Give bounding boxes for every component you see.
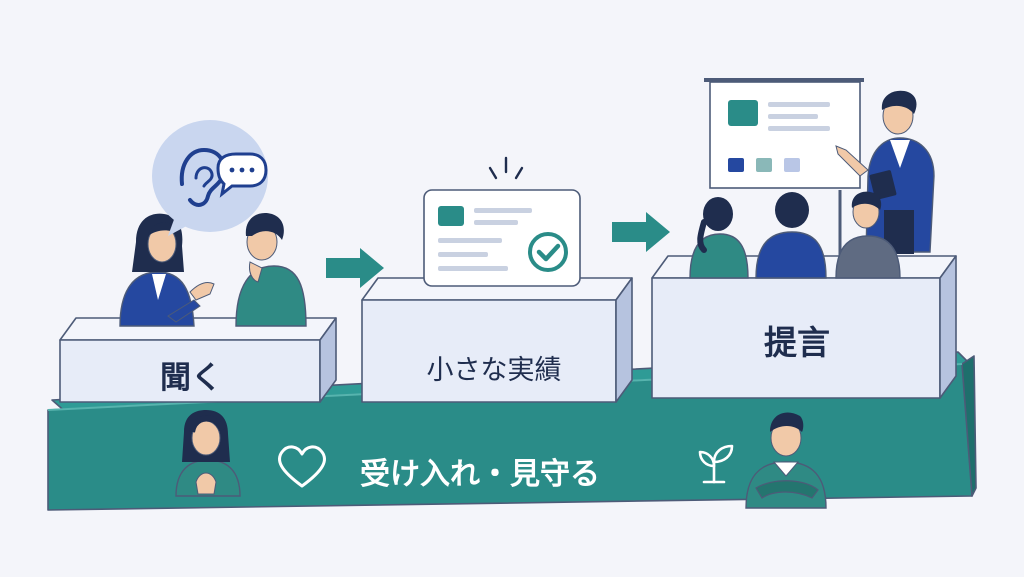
result-card — [423, 189, 581, 287]
person-audience-left — [689, 197, 749, 279]
checkmark-icon — [528, 232, 568, 272]
person-man-watching — [745, 412, 827, 509]
whiteboard-icon — [704, 78, 864, 262]
person-woman-supporting — [175, 410, 241, 497]
person-audience-center — [755, 192, 827, 279]
ear-inner-icon — [194, 166, 214, 188]
step-label-results: 小さな実績 — [426, 355, 562, 386]
person-woman-listening — [119, 213, 215, 327]
speech-bubble-icon — [216, 152, 268, 198]
person-man-speaking — [235, 212, 307, 327]
arrow-right-icon — [612, 212, 670, 252]
sprout-icon — [698, 444, 734, 484]
foundation-label: 受け入れ・見守る — [360, 457, 600, 492]
sparkle-lines-icon — [488, 156, 524, 180]
arrow-right-icon — [326, 248, 384, 288]
heart-icon — [278, 445, 326, 488]
step-label-propose: 提言 — [764, 323, 830, 362]
person-presenter — [835, 90, 935, 254]
thought-bubble — [152, 120, 268, 236]
step-label-listen: 聞く — [160, 360, 222, 396]
person-audience-right — [835, 191, 901, 279]
